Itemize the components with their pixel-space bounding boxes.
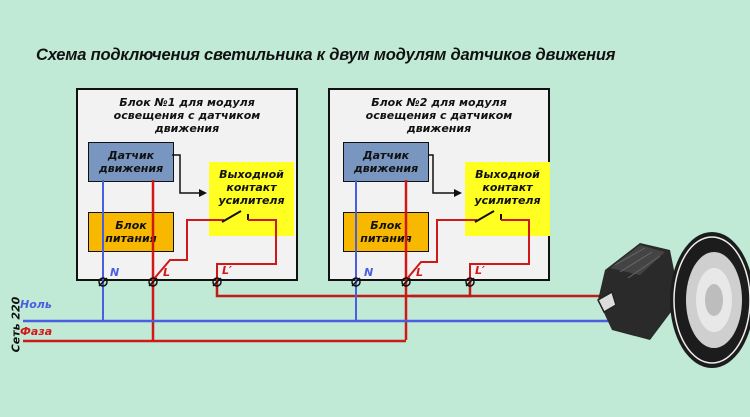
- switch-icon: [221, 210, 242, 223]
- output-contact-box: Выходной контакт усилителя: [465, 162, 550, 236]
- terminal-n-label: N: [110, 266, 120, 279]
- terminal-l-2-icon: [401, 277, 411, 287]
- diagram-title: Схема подключения светильника к двум мод…: [36, 46, 616, 64]
- terminal-l-1-icon: [148, 277, 158, 287]
- arrow-icon: [199, 189, 207, 197]
- power-supply-box: Блок питания: [88, 212, 174, 252]
- switched-output-wire: [216, 219, 277, 280]
- block-title-line: Блок №2 для модуля: [371, 96, 507, 109]
- arrow-icon: [454, 189, 462, 197]
- phase-label: Фаза: [20, 325, 53, 338]
- signal-wire: [428, 154, 455, 194]
- mains-label: Сеть 220: [9, 296, 23, 353]
- terminal-n-1-icon: [98, 277, 108, 287]
- led-floodlight-icon: [597, 232, 750, 368]
- terminal-lout-2-icon: [465, 277, 475, 287]
- lamp-feed-wire-1: [215, 280, 410, 298]
- relay-label: Выходной: [219, 168, 284, 181]
- lamp-feed-wire-2: [410, 280, 472, 298]
- block-title-line: освещения с датчиком: [365, 109, 513, 122]
- block-title-line: освещения с датчиком: [113, 109, 261, 122]
- relay-label: усилителя: [474, 194, 541, 207]
- module-block-2: Блок №2 для модуля освещения с датчиком …: [328, 88, 550, 281]
- terminal-lout-label: L′: [475, 264, 485, 277]
- psu-label: Блок: [115, 219, 147, 232]
- terminal-lout-label: L′: [222, 264, 232, 277]
- switched-output-wire: [469, 219, 530, 280]
- neutral-label: Ноль: [20, 298, 52, 311]
- output-contact-box: Выходной контакт усилителя: [209, 162, 294, 236]
- power-supply-box: Блок питания: [343, 212, 429, 252]
- terminal-n-2-icon: [351, 277, 361, 287]
- motion-sensor-box: Датчик движения: [343, 142, 429, 182]
- sensor-label: движения: [98, 162, 164, 175]
- relay-label: контакт: [482, 181, 533, 194]
- switch-icon: [474, 210, 495, 223]
- module-block-1: Блок №1 для модуля освещения с датчиком …: [76, 88, 298, 281]
- signal-wire: [172, 154, 200, 194]
- terminal-l-label: L: [163, 266, 171, 279]
- psu-label: Блок: [370, 219, 402, 232]
- sensor-label: движения: [353, 162, 419, 175]
- relay-label: контакт: [226, 181, 277, 194]
- sensor-label: Датчик: [362, 149, 410, 162]
- block-title: Блок №2 для модуля освещения с датчиком …: [330, 96, 548, 135]
- terminal-lout-1-icon: [212, 277, 222, 287]
- terminal-l-label: L: [416, 266, 424, 279]
- relay-label: усилителя: [218, 194, 285, 207]
- phase-to-switch-wire: [152, 219, 224, 281]
- block-title-line: движения: [154, 122, 220, 135]
- block-title-line: Блок №1 для модуля: [119, 96, 255, 109]
- psu-label: питания: [360, 232, 412, 245]
- motion-sensor-box: Датчик движения: [88, 142, 174, 182]
- sensor-label: Датчик: [107, 149, 155, 162]
- relay-label: Выходной: [475, 168, 540, 181]
- block-title: Блок №1 для модуля освещения с датчиком …: [78, 96, 296, 135]
- terminal-n-label: N: [364, 266, 374, 279]
- phase-to-switch-wire: [405, 219, 477, 281]
- psu-label: питания: [105, 232, 157, 245]
- block-title-line: движения: [406, 122, 472, 135]
